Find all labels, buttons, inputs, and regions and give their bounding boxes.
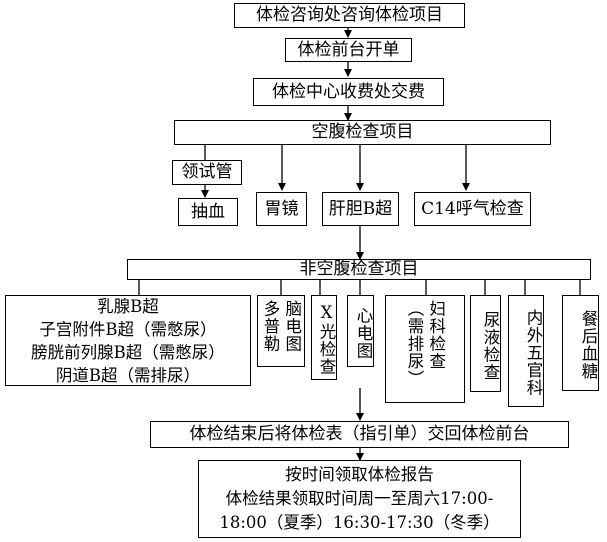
non-fasting-title: 非空腹检查项目 (127, 259, 591, 280)
non-fasting-doppler-eeg: 脑电图 多普勒 (257, 295, 305, 367)
report-time-line: 体检结果领取时间周一至周六17:00- (225, 489, 494, 508)
report-box: 按时间领取体检报告 体检结果领取时间周一至周六17:00- 18:00（夏季）1… (198, 460, 521, 538)
gyn-label: 妇科检查 (426, 300, 446, 370)
eeg-label: 多普勒 (261, 300, 280, 353)
report-time-line: 18:00（夏季）16:30-17:30（冬季） (219, 513, 500, 532)
fasting-item-blood: 抽血 (178, 198, 238, 226)
non-fasting-ecg: 心电图 (347, 295, 374, 367)
gyn-note: （需排尿） (405, 300, 424, 388)
non-fasting-postmeal: 餐后血糖 (562, 295, 599, 391)
ultrasound-line: 子宫附件B超（需憋尿） (39, 319, 217, 339)
non-fasting-ultrasound: 乳腺B超 子宫附件B超（需憋尿） 膀胱前列腺B超（需憋尿） 阴道B超（需排尿） (5, 295, 251, 386)
ultrasound-line: 乳腺B超 (97, 296, 159, 316)
step-front-desk: 体检前台开单 (285, 38, 412, 62)
step-payment: 体检中心收费处交费 (253, 78, 444, 106)
fasting-tube: 领试管 (172, 160, 242, 185)
non-fasting-xray: X光检查 (311, 295, 337, 380)
fasting-item-gastroscope: 胃镜 (256, 192, 307, 226)
doppler-label: 脑电图 (282, 300, 302, 353)
fasting-item-c14: C14呼气检查 (414, 192, 531, 226)
fasting-title: 空腹检查项目 (174, 120, 551, 145)
report-title: 按时间领取体检报告 (285, 465, 434, 484)
non-fasting-gyn: 妇科检查 （需排尿） (385, 295, 465, 403)
ultrasound-line: 膀胱前列腺B超（需憋尿） (31, 342, 225, 362)
ultrasound-line: 阴道B超（需排尿） (55, 365, 201, 385)
non-fasting-urine: 尿液检查 (470, 295, 501, 392)
non-fasting-internal: 内外五官科 (508, 295, 544, 407)
fasting-item-liver-ultrasound: 肝胆B超 (322, 192, 399, 226)
step-consult: 体检咨询处咨询体检项目 (234, 3, 465, 28)
return-form: 体检结束后将体检表（指引单）交回体检前台 (150, 421, 569, 448)
